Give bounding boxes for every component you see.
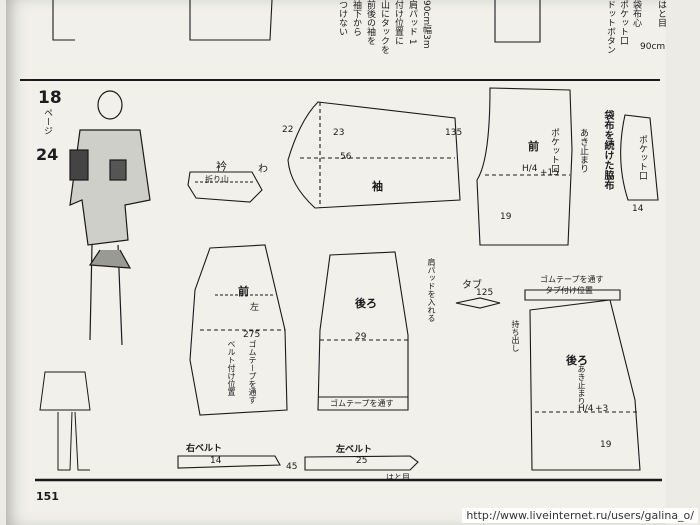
jacket-elastic: ゴムテープを通す [248,340,257,404]
shorts-front-plus: +15 [540,168,559,178]
jacket-back-piece [317,251,409,411]
shorts-front-h4: H/4 [522,164,538,174]
right-belt-label: 右ベルト [186,444,223,454]
top-right-3: ドットボタン [605,0,615,54]
top-text-col6: 袖下から [351,0,361,36]
right-belt-piece [177,455,281,469]
page-ref-number: 18 [38,88,62,108]
shorts-back-tab-pos: タブ付け位置 [545,286,593,295]
belt-hatome: はと目 [386,473,410,482]
top-piece-1 [189,0,273,41]
sleeve-piece [287,101,461,209]
top-piece-2 [494,0,541,43]
top-text-col1: 90cm幅3m [421,0,431,49]
jacket-front-piece [189,244,288,416]
source-watermark: http://www.liveinternet.ru/users/galina_… [462,508,698,523]
collar-label: 衿 [216,160,227,173]
sleeve-23: 23 [333,128,345,138]
shorts-back-elastic: ゴムテープを通す [540,275,604,284]
pocket-14: 14 [632,204,644,214]
shorts-pocket-mouth: ポケット口 [549,128,559,173]
page-ref-word: ページ [42,108,52,135]
pocket-bag-piece [620,114,659,201]
top-text-col4: 山にタックを [379,0,389,54]
shoulder-pad-note: 肩パッドを入れる [427,258,436,322]
pocket-bag-label: 袋布を続けた脇布 [602,110,613,190]
jacket-back-elastic: ゴムテープを通す [330,399,394,408]
belt-left-25: 25 [356,456,368,466]
small-figure-sketch [39,371,91,471]
fashion-figure [69,90,151,346]
page-ref-sub: 24 [36,145,59,164]
collar-wa: わ [258,164,268,175]
top-right-4: はと目 [656,0,666,27]
tab-label: タブ [462,280,482,291]
top-right-5: 90cm [640,42,666,52]
shorts-front-label: 前 [528,140,539,153]
shorts-overlap: あき止まり [578,128,588,173]
top-text-col2: 肩パッド 1 [407,0,417,45]
shorts-back-plus: +3 [595,404,609,414]
shorts-back-piece [529,299,641,471]
shorts-back-overlap: あき止まり [577,365,586,405]
tab-piece [455,297,501,309]
shorts-front-19: 19 [500,212,512,222]
top-right-2: ポケット口 [618,0,628,45]
shorts-back-waistband [524,289,621,301]
top-text-col5: 前後の袖を [365,0,375,45]
shorts-back-19: 19 [600,440,612,450]
sleeve-width: 56 [340,152,352,162]
collar-fold: 折り山 [205,175,229,184]
jacket-front-275: 275 [243,330,261,340]
belt-right-14: 14 [210,456,222,466]
page-number: 151 [36,490,59,503]
left-belt-piece [304,455,419,471]
top-text-col7: つけない [337,0,347,36]
belt-right-45: 45 [286,462,298,472]
pocket-bag-mouth: ポケット口 [637,135,647,180]
tab-125: 125 [476,288,494,298]
shorts-back-label: 後ろ [566,354,588,367]
shorts-mochidashi: 持ち出し [511,320,520,352]
sleeve-label: 袖 [372,180,383,193]
left-belt-label: 左ベルト [336,445,373,455]
top-right-1: 袋布心 [631,0,641,27]
sleeve-22: 22 [282,125,294,135]
jacket-back-29: 29 [355,332,367,342]
shorts-front-piece [476,87,573,246]
jacket-belt-pos: ベルト付け位置 [227,340,236,396]
top-piece-3 [52,0,75,41]
jacket-back-label: 後ろ [355,297,377,310]
collar-piece [187,171,263,203]
shorts-back-h4: H/4 [578,404,594,414]
jacket-front-left: 左 [250,303,260,313]
top-text-col3: 付け位置に [393,0,403,45]
sleeve-135: 135 [445,128,463,138]
jacket-front-label: 前 [238,285,249,298]
